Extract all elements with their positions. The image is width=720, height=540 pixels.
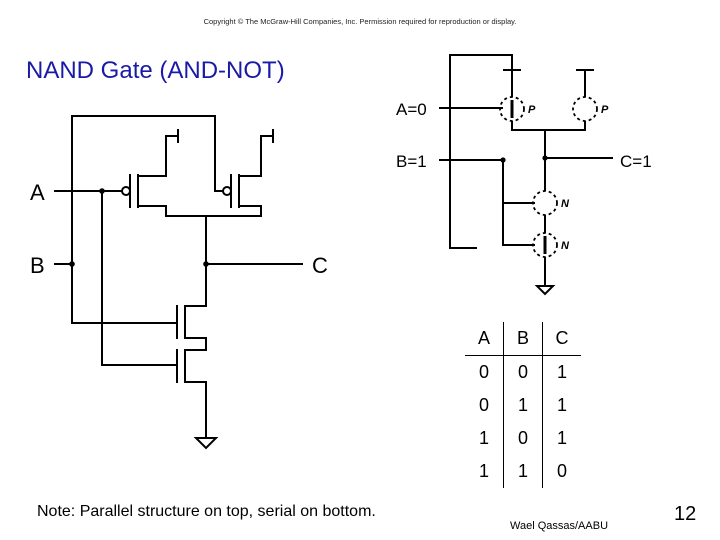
- pmos1-drain: [137, 205, 207, 217]
- nmos-b-switch-closed: [532, 232, 558, 258]
- nmos-series-link: [184, 337, 207, 351]
- nmos1-drain: [184, 291, 207, 307]
- nmos-a-type-label: N: [561, 198, 570, 210]
- cell: 1: [478, 461, 489, 481]
- state-ground-icon: [534, 285, 556, 296]
- state-switch-circles: [499, 96, 598, 258]
- b1-to-upper-nmos: [502, 159, 535, 204]
- cell: 0: [478, 362, 489, 382]
- pmos1-source: [137, 135, 179, 177]
- pmos-a-switch-closed: [499, 96, 525, 122]
- slide-title: NAND Gate (AND-NOT): [26, 57, 285, 84]
- cell: 1: [503, 455, 543, 488]
- state-junctions: [500, 155, 548, 163]
- table-row: 1 0 1: [465, 422, 581, 455]
- pmos-a-output: [511, 121, 546, 159]
- ground-icon: [193, 437, 219, 450]
- pmos-b-switch-open: [572, 96, 598, 122]
- nmos2-source: [184, 381, 207, 439]
- cell: 0: [478, 395, 489, 415]
- cell: 1: [556, 428, 567, 448]
- nmos-a-switch-open: [532, 190, 558, 216]
- nmos-b-type-label: N: [561, 240, 570, 252]
- table-row: 0 1 1: [465, 389, 581, 422]
- pmos2-drain: [205, 205, 262, 217]
- table-row: 0 0 1: [465, 355, 581, 389]
- copyright-notice: Copyright © The McGraw-Hill Companies, I…: [203, 17, 517, 26]
- state-switch-bars: [510, 100, 547, 254]
- cell: 1: [556, 395, 567, 415]
- cell: 0: [503, 355, 543, 389]
- pmos-b-type-label: P: [601, 104, 609, 116]
- cell: 1: [503, 389, 543, 422]
- state-c-label: C=1: [620, 152, 652, 171]
- truth-table-header-row: A B C: [465, 322, 581, 356]
- header-b: B: [503, 322, 543, 356]
- table-row: 1 1 0: [465, 455, 581, 488]
- state-a-label: A=0: [396, 100, 427, 119]
- page-number: 12: [674, 503, 697, 525]
- cmos-nand-schematic: [54, 115, 303, 450]
- pmos-bubbles: [121, 186, 232, 196]
- footer-note: Note: Parallel structure on top, serial …: [37, 503, 376, 520]
- header-a: A: [465, 322, 504, 356]
- state-b-label: B=1: [396, 152, 427, 171]
- gate-feed-loop: [449, 54, 513, 161]
- input-b-label: B: [30, 253, 45, 278]
- header-c: C: [542, 322, 581, 356]
- pmos2-source: [238, 135, 274, 177]
- cell: 0: [503, 422, 543, 455]
- switch-state-diagram: [439, 54, 613, 296]
- cell: 0: [556, 461, 567, 481]
- output-c-label: C: [312, 253, 328, 278]
- cell: 1: [556, 362, 567, 382]
- truth-table: A B C 0 0 1 0 1 1 1 0 1 1 1 0: [465, 322, 581, 488]
- cell: 1: [478, 428, 489, 448]
- author-credit: Wael Qassas/AABU: [510, 520, 609, 532]
- pmos-a-type-label: P: [528, 104, 536, 116]
- lower-frame-wire: [449, 159, 477, 249]
- pmos-b-output: [544, 121, 586, 131]
- input-a-label: A: [30, 180, 45, 205]
- schematic-junctions: [69, 188, 209, 267]
